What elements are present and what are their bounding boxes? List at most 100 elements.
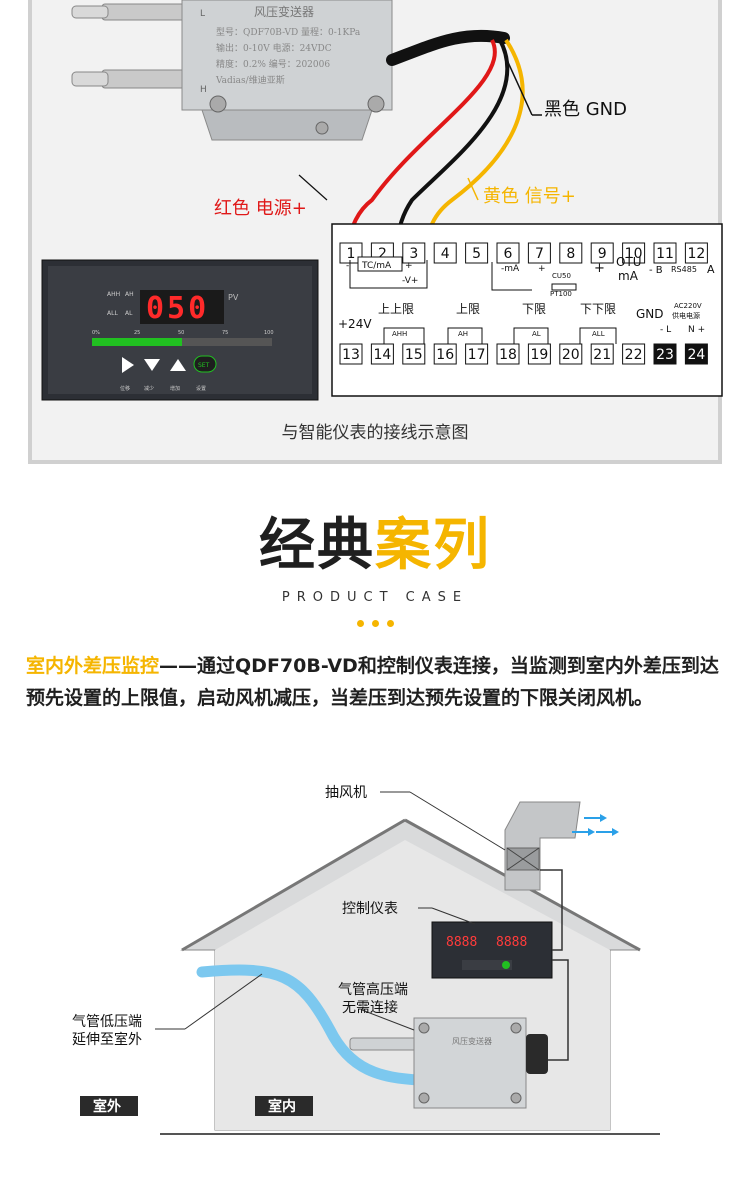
terminal-10 xyxy=(622,242,646,264)
cu50-label: CU50 xyxy=(552,272,571,280)
terminal-23 xyxy=(653,343,677,365)
terminal-7 xyxy=(527,242,551,264)
tc-plus-label: + xyxy=(405,261,413,271)
set-button[interactable] xyxy=(193,355,217,373)
terminal-22 xyxy=(622,343,646,365)
terminal-number-20: 20 xyxy=(562,347,580,363)
terminal-number-10: 10 xyxy=(625,246,643,262)
otu-ma-label: mA xyxy=(618,269,639,283)
scale-100: 100 xyxy=(264,330,274,336)
terminal-5 xyxy=(465,242,489,264)
terminal-11 xyxy=(653,242,677,264)
led-ahh: AHH xyxy=(107,291,120,298)
al-label: AL xyxy=(532,330,541,338)
terminal-number-16: 16 xyxy=(436,347,454,363)
terminal-number-15: 15 xyxy=(405,347,423,363)
ma-plus-label: + xyxy=(538,264,546,274)
terminal-24 xyxy=(684,343,708,365)
button-label-increase: 增加 xyxy=(170,385,180,392)
meter-pv-label: PV xyxy=(228,293,239,302)
indoor-label: 室内 xyxy=(268,1098,296,1115)
black-wire-label: 黑色 GND xyxy=(544,99,627,120)
terminal-number-19: 19 xyxy=(530,347,548,363)
terminal-14 xyxy=(370,343,394,365)
case-description: 室内外差压监控——通过QDF70B-VD和控制仪表连接，当监测到室内外差压到达预… xyxy=(26,650,726,714)
air-tube xyxy=(196,964,426,1086)
set-button-label: SET xyxy=(198,362,210,369)
wiring-diagram-panel: L H 风压变送器 型号：QDF70B-VD 量程：0-1KPa 输出：0-10… xyxy=(28,0,723,464)
terminal-8 xyxy=(559,242,583,264)
rs485-label: RS485 xyxy=(671,265,697,274)
outdoor-label: 室外 xyxy=(93,1098,121,1115)
button-label-set: 设置 xyxy=(196,385,206,392)
meter-display: 050 xyxy=(146,291,209,326)
pressure-transmitter-small: 风压变送器 xyxy=(349,1017,548,1109)
terminal-9 xyxy=(590,242,614,264)
otu-plus-label: + xyxy=(594,261,605,276)
decorative-dots xyxy=(0,612,750,631)
led-all: ALL xyxy=(107,310,118,317)
outdoor-tag xyxy=(80,1096,138,1116)
fan-label: 抽风机 xyxy=(325,785,367,801)
transmitter-output: 输出：0-10V 电源：24VDC xyxy=(216,42,332,54)
indoor-tag xyxy=(255,1096,313,1116)
terminal-17 xyxy=(465,343,489,365)
led-ah: AH xyxy=(125,291,134,298)
case-title: 经典案列 xyxy=(0,518,750,574)
otu-label: OTU xyxy=(616,255,642,269)
terminal-1 xyxy=(339,242,363,264)
tc-ma-label: TC/mA xyxy=(361,261,392,271)
pt100-label: PT100 xyxy=(550,290,572,298)
all-label: ALL xyxy=(592,330,605,338)
ma-neg-label: -mA xyxy=(501,264,520,274)
scale-0: 0% xyxy=(92,330,100,336)
lower-limit-label: 下限 xyxy=(522,302,546,316)
terminal-19 xyxy=(527,343,551,365)
case-title-accent: 案列 xyxy=(375,513,491,578)
l-label: - L xyxy=(660,325,671,335)
button-label-decrease: 减少 xyxy=(144,385,154,392)
terminal-21 xyxy=(590,343,614,365)
house-diagram: 抽风机 8888 8888 控制仪表 风压变送器 气管高压端 无需连接 气管低压… xyxy=(72,785,660,1135)
pressure-transmitter: L H 风压变送器 型号：QDF70B-VD 量程：0-1KPa 输出：0-10… xyxy=(71,0,393,141)
port-l-label: L xyxy=(200,9,205,19)
red-wire-label: 红色 电源+ xyxy=(214,198,307,219)
bargraph-fill xyxy=(92,338,182,346)
terminal-number-2: 2 xyxy=(378,246,387,262)
tc-minus-label: - xyxy=(346,261,349,271)
increase-button-icon[interactable] xyxy=(170,359,186,371)
rs485-b-label: - B xyxy=(649,265,663,276)
case-title-dark: 经典 xyxy=(259,513,375,578)
high-port-label-line2: 无需连接 xyxy=(342,999,398,1016)
shift-button-icon[interactable] xyxy=(122,357,134,373)
controller-label: 控制仪表 xyxy=(342,901,398,917)
high-port-label-line1: 气管高压端 xyxy=(338,981,408,998)
small-transmitter-name: 风压变送器 xyxy=(452,1036,492,1046)
scale-75: 75 xyxy=(222,330,228,336)
ah-label: AH xyxy=(458,330,468,338)
case-subtitle: PRODUCT CASE xyxy=(281,590,469,605)
v-plus-label: -V+ xyxy=(402,276,418,286)
terminal-number-13: 13 xyxy=(342,347,360,363)
terminal-20 xyxy=(559,343,583,365)
terminal-number-5: 5 xyxy=(472,246,481,262)
terminal-number-21: 21 xyxy=(593,347,611,363)
wiring-diagram: L H 风压变送器 型号：QDF70B-VD 量程：0-1KPa 输出：0-10… xyxy=(41,0,723,401)
scale-25: 25 xyxy=(134,330,140,336)
power-supply-label: 供电电源 xyxy=(672,311,700,320)
transmitter-accuracy: 精度：0.2% 编号：202006 xyxy=(216,58,330,70)
terminal-4 xyxy=(433,242,457,264)
terminal-number-24: 24 xyxy=(687,347,705,363)
terminal-number-22: 22 xyxy=(625,347,643,363)
ac220v-label: AC220V xyxy=(674,302,702,310)
port-h-label: H xyxy=(200,85,207,95)
transmitter-model: 型号：QDF70B-VD 量程：0-1KPa xyxy=(216,27,361,38)
cable-sheath xyxy=(386,29,510,66)
lower-lower-limit-label: 下下限 xyxy=(580,302,616,316)
terminal-number-23: 23 xyxy=(656,347,674,363)
decrease-button-icon[interactable] xyxy=(144,359,160,371)
rs485-a-label: A xyxy=(707,263,715,276)
smart-meter: 050 PV AHH AH ALL AL 0% 25 50 75 100 SET… xyxy=(41,259,319,401)
controller-display-2: 8888 xyxy=(496,935,527,950)
